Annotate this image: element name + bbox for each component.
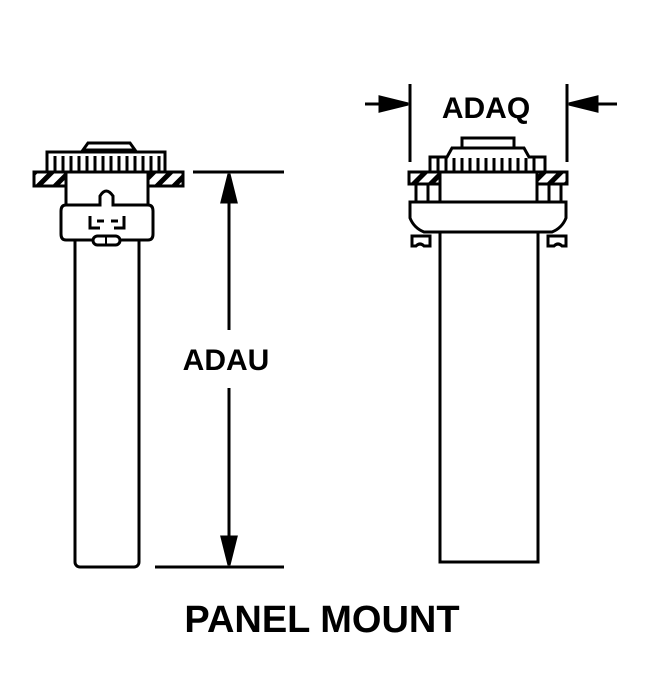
height-dimension	[155, 170, 284, 569]
width-dimension	[365, 84, 617, 162]
width-label: ADAQ	[442, 92, 530, 125]
diagram-title: PANEL MOUNT	[184, 599, 459, 641]
height-label: ADAU	[183, 344, 270, 377]
right-view-part	[407, 136, 569, 564]
left-view-part	[32, 141, 185, 569]
